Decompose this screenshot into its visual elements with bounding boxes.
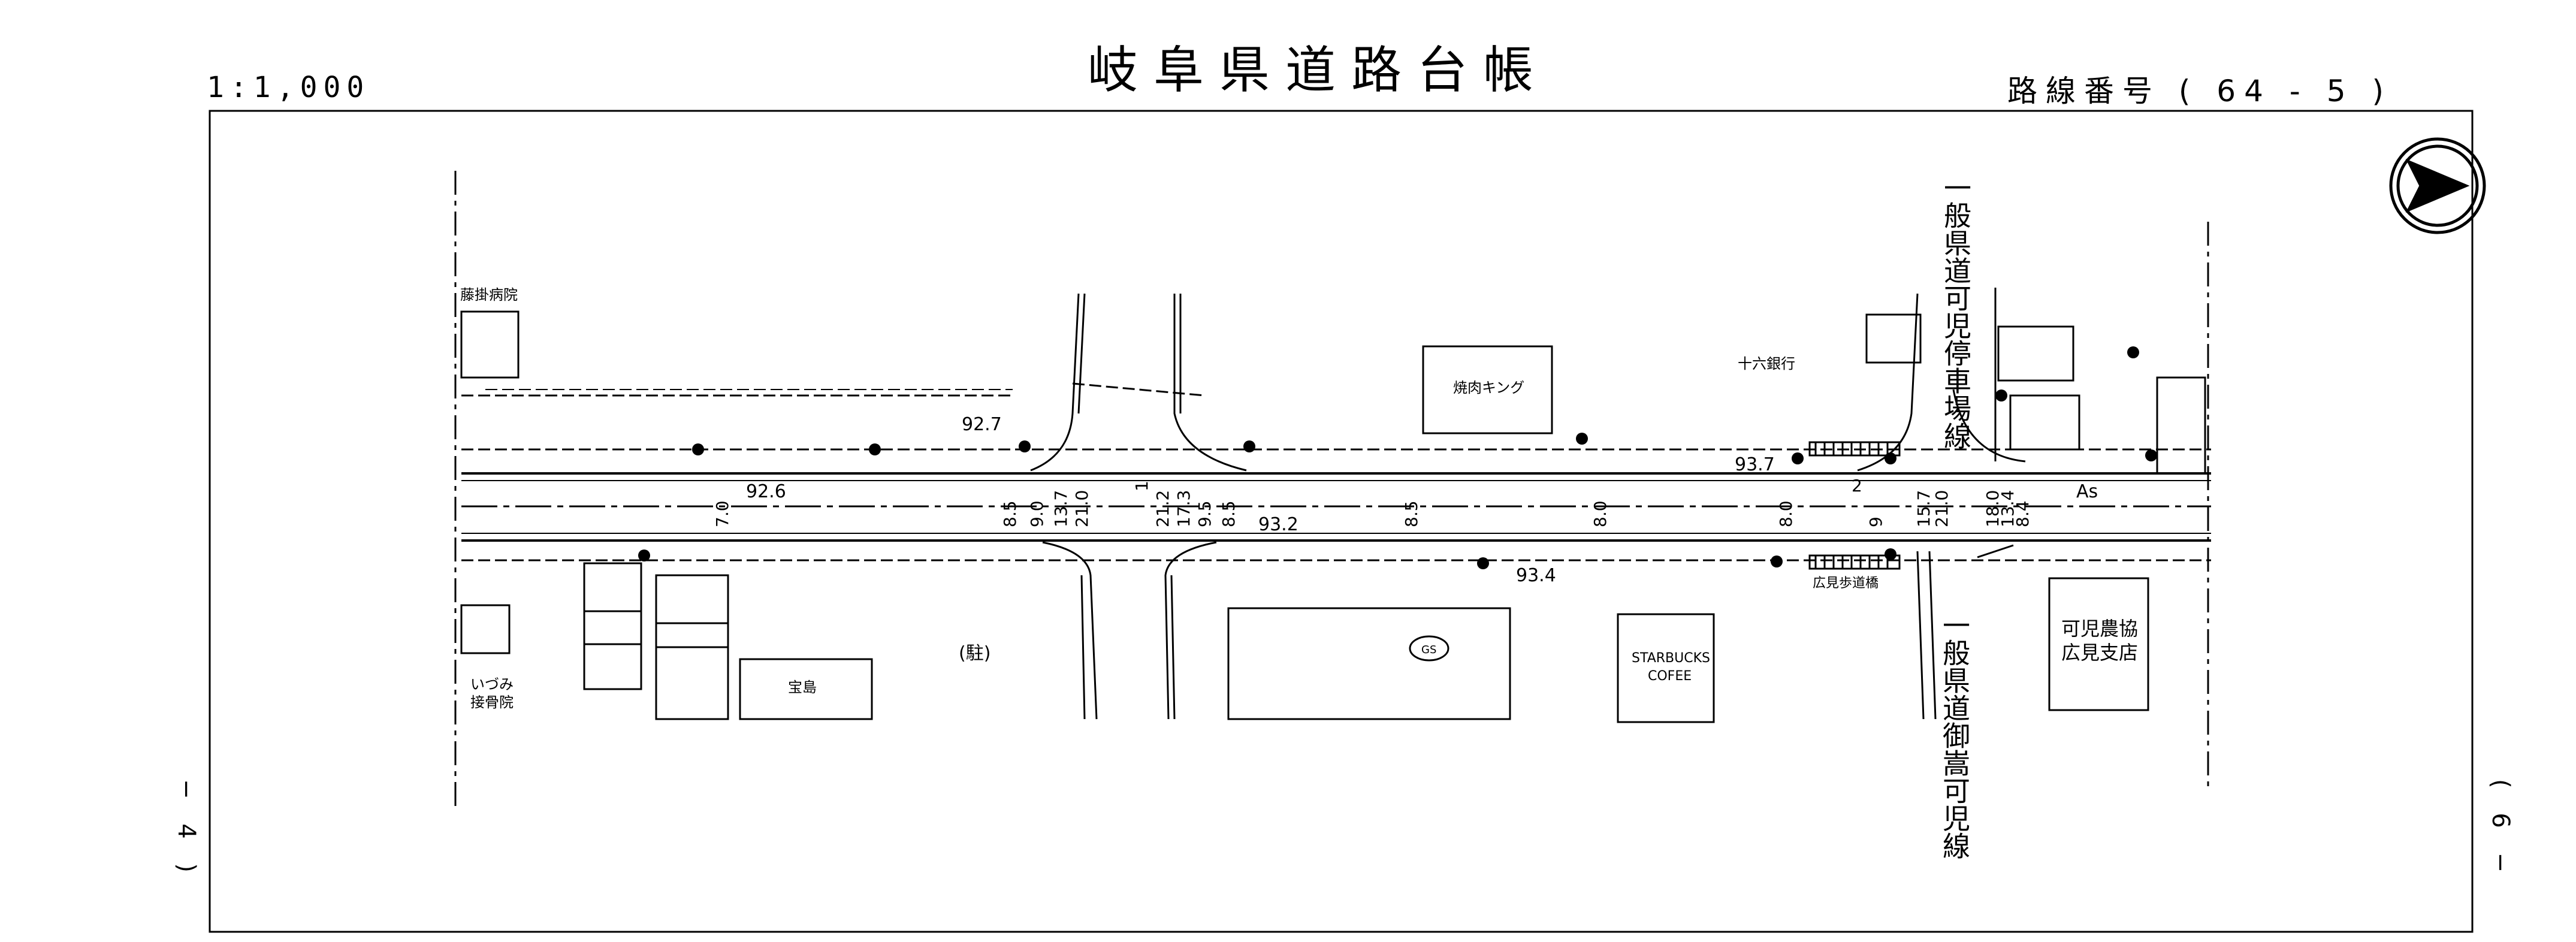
elevation-label: 93.7 <box>1735 454 1775 475</box>
gas-station-icon <box>1409 635 1449 662</box>
label-gs: GS <box>1421 644 1436 656</box>
label-starbucks-2: COFEE <box>1648 669 1692 684</box>
building-gs <box>1227 607 1511 720</box>
width-label: 9.5 <box>1195 500 1215 527</box>
label-footbridge: 広見歩道橋 <box>1813 576 1879 591</box>
width-label: 18.0 <box>1983 490 2003 527</box>
width-label: 21.0 <box>1932 490 1952 527</box>
width-label: 9 <box>1866 517 1886 527</box>
map-title: 岐阜県道路台帳 <box>1087 41 1549 99</box>
left-sheet-ref: − 4 ) <box>173 779 200 881</box>
route-number: 路線番号 ( 64 - 5 ) <box>2007 74 2392 108</box>
elevation-label: 93.2 <box>1258 514 1298 535</box>
width-annotations: 7.0 8.5 9.0 13.7 21.0 1 21.2 17.3 9.5 8.… <box>712 476 2033 527</box>
building-takarajima <box>739 658 873 720</box>
width-label: 8.0 <box>1590 500 1610 527</box>
footbridge <box>1808 441 1901 570</box>
road-name-south: 一般県道御嵩可児線 <box>1938 611 1971 859</box>
map-frame <box>209 110 2474 933</box>
scale-label: 1:1,000 <box>207 71 370 104</box>
label-parking: (駐) <box>959 643 990 664</box>
crossing-road-east <box>1857 288 2026 720</box>
pavement-label: As <box>2076 481 2098 502</box>
width-label: 1 <box>1132 481 1152 491</box>
label-kani-1: 可児農協 <box>2061 617 2138 640</box>
buildings <box>460 310 2206 723</box>
north-arrow-icon <box>2389 137 2486 234</box>
width-label: 8.5 <box>1402 500 1421 527</box>
width-label: 9.0 <box>1027 500 1047 527</box>
width-label: 7.0 <box>712 500 732 527</box>
label-starbucks-1: STARBUCKS <box>1632 651 1710 666</box>
width-label: 2 <box>1852 476 1862 496</box>
width-label: 21.0 <box>1072 490 1092 527</box>
road-name-north: 一般県道可児停車場線 <box>1940 174 1972 449</box>
utility-poles <box>638 346 2157 569</box>
width-label: 8.0 <box>1776 500 1796 527</box>
width-label: 13.7 <box>1051 490 1071 527</box>
elevation-label: 93.4 <box>1516 565 1556 586</box>
building-yakiniku <box>1422 345 1553 434</box>
elevation-label: 92.6 <box>746 481 786 502</box>
width-label: 8.5 <box>1000 500 1020 527</box>
width-label: 13.4 <box>1998 490 2018 527</box>
label-juroku: 十六銀行 <box>1738 355 1795 372</box>
label-izumi-1: いづみ <box>470 676 514 693</box>
width-label: 17.3 <box>1174 490 1194 527</box>
label-fujikake: 藤掛病院 <box>460 286 518 303</box>
width-label: 8.4 <box>2013 500 2033 527</box>
width-label: 21.2 <box>1153 490 1173 527</box>
main-road <box>461 389 2211 561</box>
label-izumi-2: 接骨院 <box>470 694 514 711</box>
width-label: 8.5 <box>1219 500 1239 527</box>
label-kani-2: 広見支店 <box>2061 641 2138 664</box>
label-yakiniku: 焼肉キング <box>1453 379 1524 396</box>
label-takarajima: 宝島 <box>788 679 817 696</box>
building-kani <box>2048 577 2149 711</box>
building-starbucks <box>1617 613 1715 723</box>
elevation-label: 92.7 <box>962 414 1002 435</box>
right-sheet-ref: ( 6 − <box>2487 779 2514 881</box>
width-label: 15.7 <box>1914 490 1934 527</box>
crossing-road-center <box>1030 293 1247 720</box>
